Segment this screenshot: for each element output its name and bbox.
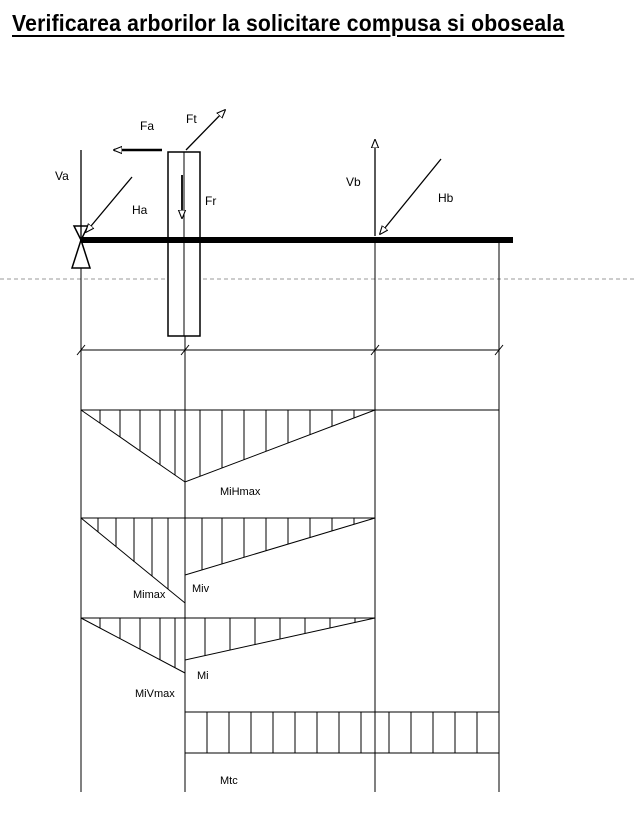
support-a-icon (70, 237, 92, 269)
label-hb: Hb (438, 191, 454, 205)
label-ha: Ha (132, 203, 148, 217)
label-mi: Mi (197, 670, 209, 682)
label-mihmax: MiHmax (220, 486, 261, 498)
force-hb-arrow (380, 158, 442, 234)
diagram-mih (80, 409, 499, 483)
label-fr: Fr (205, 194, 216, 208)
force-arrows (80, 110, 442, 238)
label-miv: Miv (192, 583, 210, 595)
diagram-mtc (185, 711, 499, 754)
label-va: Va (55, 169, 69, 183)
label-mivmax: MiVmax (135, 688, 175, 700)
projection-lines (80, 240, 500, 792)
page-title: Verificarea arborilor la solicitare comp… (12, 10, 565, 36)
diagram-miv (80, 517, 376, 605)
label-mimax: Mimax (133, 589, 166, 601)
label-mtc: Mtc (220, 775, 238, 787)
diagram-mi (80, 617, 376, 674)
force-ft-arrow (185, 110, 225, 151)
force-ha-arrow (86, 176, 133, 232)
dimension-line (76, 344, 504, 356)
label-fa: Fa (140, 119, 154, 133)
label-vb: Vb (346, 175, 361, 189)
label-ft: Ft (186, 112, 197, 126)
